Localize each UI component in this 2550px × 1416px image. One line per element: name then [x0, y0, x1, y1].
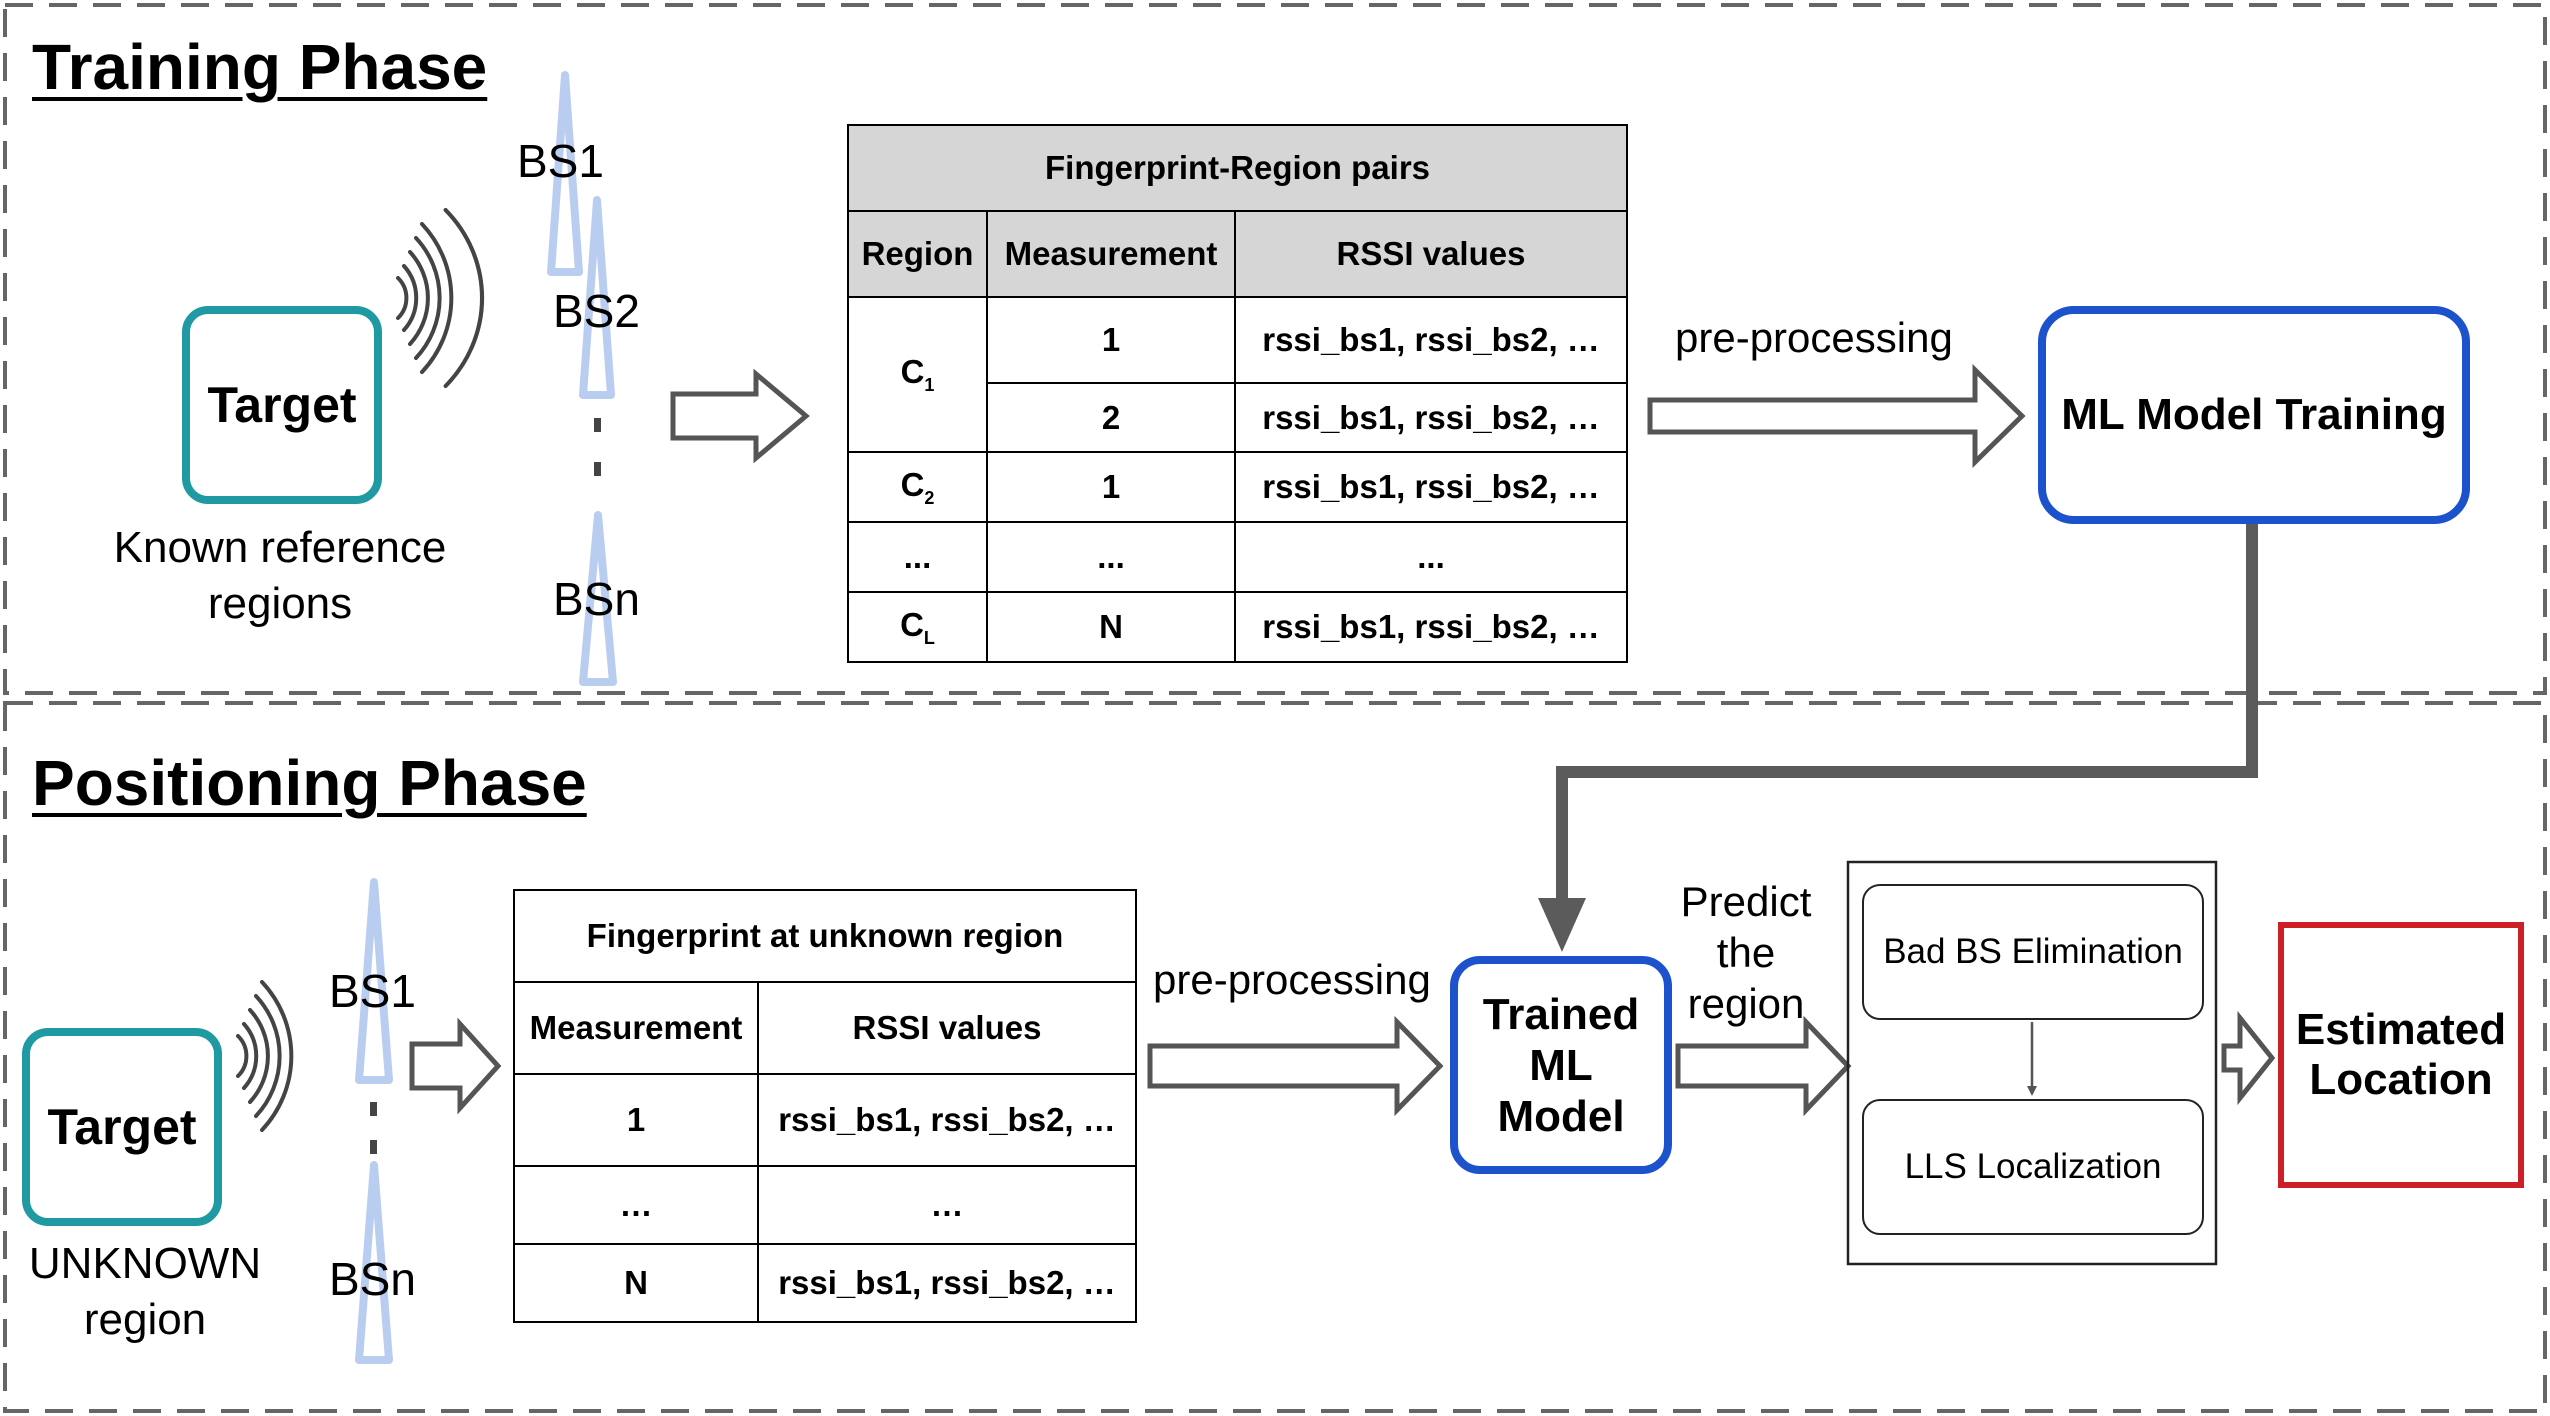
antenna-icon — [355, 1161, 393, 1364]
model-transfer-connector — [1556, 522, 2258, 910]
fingerprint-unknown-table-title: Fingerprint at unknown region — [513, 889, 1137, 983]
antenna-ellipsis — [594, 418, 601, 476]
table-row: C1 1 rssi_bs1, rssi_bs2, … — [847, 296, 1629, 453]
hollow-arrow-icon — [409, 364, 2276, 1117]
positioning-preprocessing-label: pre-processing — [1153, 956, 1431, 1003]
column-header-rssi: RSSI values — [757, 981, 1137, 1075]
positioning-target-caption: UNKNOWN region — [28, 1239, 262, 1344]
positioning-phase-frame — [3, 701, 2547, 1413]
training-bs2-label: BS2 — [553, 285, 640, 337]
bad-bs-elimination-step: Bad BS Elimination — [1862, 884, 2204, 1020]
antenna-ellipsis — [370, 1102, 377, 1154]
measurement-cell: N — [513, 1243, 759, 1323]
training-target-box: Target — [182, 306, 382, 504]
column-header-measurement: Measurement — [513, 981, 759, 1075]
localization-steps-container — [1846, 860, 2218, 1266]
column-header-region: Region — [847, 210, 988, 298]
training-target-label: Target — [207, 377, 357, 433]
antenna-icon — [355, 878, 393, 1084]
antenna-icon — [547, 71, 583, 276]
rssi-cell: rssi_bs1, rssi_bs2, … — [1233, 382, 1629, 453]
measurement-cell: 2 — [986, 382, 1236, 453]
region-cell: CL — [847, 591, 988, 663]
bad-bs-elimination-label: Bad BS Elimination — [1883, 932, 2183, 971]
positioning-target-label: Target — [47, 1099, 197, 1155]
antenna-icon — [579, 196, 615, 399]
table-row: N rssi_bs1, rssi_bs2, … — [513, 1243, 1137, 1323]
rssi-cell: rssi_bs1, rssi_bs2, … — [1233, 296, 1629, 384]
table-row: 1 rssi_bs1, rssi_bs2, … — [513, 1073, 1137, 1167]
ml-model-training-label: ML Model Training — [2061, 390, 2447, 439]
table-row: CL N rssi_bs1, rssi_bs2, … — [847, 591, 1629, 663]
region-cell: C1 — [847, 296, 988, 453]
positioning-target-box: Target — [22, 1028, 222, 1226]
rssi-cell: ... — [1233, 521, 1629, 593]
training-phase-frame — [3, 3, 2547, 695]
measurement-cell: ... — [986, 521, 1236, 593]
table-row: C2 1 rssi_bs1, rssi_bs2, … — [847, 451, 1629, 523]
training-bs1-label: BS1 — [517, 135, 604, 187]
rssi-cell: rssi_bs1, rssi_bs2, … — [1233, 451, 1629, 523]
antenna-icon — [579, 511, 617, 686]
rssi-cell: rssi_bs1, rssi_bs2, … — [757, 1073, 1137, 1167]
training-preprocessing-label: pre-processing — [1675, 314, 1953, 361]
positioning-phase-title: Positioning Phase — [32, 747, 587, 819]
estimated-location-label: Estimated Location — [2295, 1005, 2507, 1104]
positioning-bs1-label: BS1 — [329, 965, 416, 1017]
trained-ml-model-box: Trained ML Model — [1450, 956, 1672, 1174]
training-phase-title: Training Phase — [32, 31, 488, 103]
region-cell: ... — [847, 521, 988, 593]
lls-localization-label: LLS Localization — [1904, 1147, 2162, 1186]
model-transfer-arrowhead — [1538, 898, 1586, 952]
rssi-cell: rssi_bs1, rssi_bs2, … — [757, 1243, 1137, 1323]
wireless-signal-icon — [236, 980, 294, 1132]
region-cell: C2 — [847, 451, 988, 523]
wireless-signal-icon — [396, 208, 485, 388]
measurement-cell: … — [513, 1165, 759, 1245]
positioning-bsn-label: BSn — [329, 1253, 416, 1305]
measurement-cell: 1 — [986, 451, 1236, 523]
measurement-cell: 1 — [986, 296, 1236, 384]
predict-region-label: Predict the region — [1680, 878, 1812, 1027]
fingerprint-unknown-table: Fingerprint at unknown region Measuremen… — [513, 889, 1137, 1323]
column-header-rssi: RSSI values — [1233, 210, 1629, 298]
table-row: 2 rssi_bs1, rssi_bs2, … — [848, 382, 1629, 453]
measurement-cell: N — [986, 591, 1236, 663]
lls-localization-step: LLS Localization — [1862, 1099, 2204, 1235]
trained-ml-model-label: Trained ML Model — [1482, 989, 1640, 1141]
fingerprint-region-table: Fingerprint-Region pairs Region Measurem… — [846, 124, 1629, 663]
ml-model-training-box: ML Model Training — [2038, 306, 2470, 524]
column-header-measurement: Measurement — [986, 210, 1236, 298]
table-row: … … — [513, 1165, 1137, 1245]
training-target-caption: Known reference regions — [113, 523, 447, 628]
training-bsn-label: BSn — [553, 573, 640, 625]
rssi-cell: rssi_bs1, rssi_bs2, … — [1233, 591, 1629, 663]
table-row: ... ... ... — [847, 521, 1629, 593]
measurement-cell: 1 — [513, 1073, 759, 1167]
rssi-cell: … — [757, 1165, 1137, 1245]
estimated-location-box: Estimated Location — [2278, 922, 2524, 1188]
fingerprint-region-table-title: Fingerprint-Region pairs — [846, 124, 1629, 212]
